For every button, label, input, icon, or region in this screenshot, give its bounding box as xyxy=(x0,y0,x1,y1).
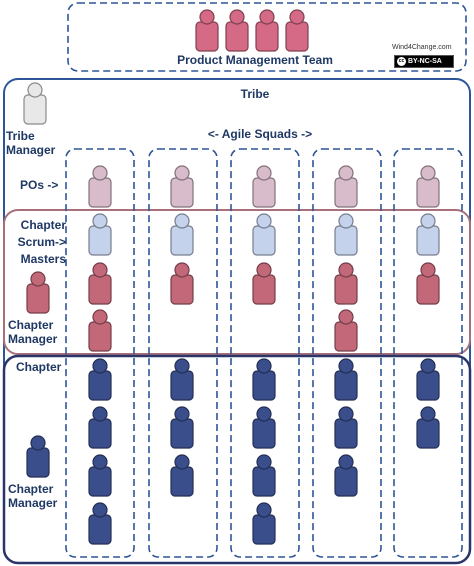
chapter-team-person xyxy=(88,406,112,449)
product-owner-person xyxy=(252,165,276,208)
chapter-member-person xyxy=(252,262,276,305)
scrum-master-person xyxy=(416,213,440,256)
chapter-team-person xyxy=(252,454,276,497)
squad-column xyxy=(65,148,135,558)
chapter-team-person xyxy=(334,454,358,497)
squad-column xyxy=(148,148,218,558)
product-team-box xyxy=(67,2,467,72)
product-owner-person xyxy=(416,165,440,208)
chapter-team-person xyxy=(88,454,112,497)
product-manager-person xyxy=(255,9,279,52)
product-owner-person xyxy=(170,165,194,208)
chapter-team-person xyxy=(88,502,112,545)
product-manager-person xyxy=(195,9,219,52)
chapter-member-person xyxy=(170,262,194,305)
scrum-master-person xyxy=(170,213,194,256)
chapter-team-person xyxy=(334,406,358,449)
chapter-label: Chapter xyxy=(16,360,62,374)
scrum-master-person xyxy=(252,213,276,256)
chapter-manager-label-2: Chapter Manager xyxy=(8,482,58,510)
chapter-member-person xyxy=(88,309,112,352)
squad-column xyxy=(230,148,300,558)
chapter-team-person xyxy=(334,358,358,401)
product-owner-person xyxy=(334,165,358,208)
chapter-manager-person xyxy=(26,435,50,478)
chapter-team-person xyxy=(416,406,440,449)
agile-squads-label: <- Agile Squads -> xyxy=(207,127,313,141)
chapter-box-1 xyxy=(3,209,471,355)
tribe-title: Tribe xyxy=(240,87,270,101)
scrum-master-person xyxy=(88,213,112,256)
tribe-manager-label: Tribe Manager xyxy=(6,129,56,157)
product-team-title: Product Management Team xyxy=(177,53,333,67)
license-site: Wind4Change.com xyxy=(392,44,452,51)
chapter-team-person xyxy=(252,406,276,449)
chapter-manager-label-1: Chapter Manager xyxy=(8,318,58,346)
chapter-member-person xyxy=(416,262,440,305)
chapter-team-person xyxy=(252,502,276,545)
chapter-team-person xyxy=(170,406,194,449)
license-badge-text: BY-NC-SA xyxy=(408,58,442,65)
tribe-manager-person xyxy=(23,82,47,125)
chapter-team-person xyxy=(170,358,194,401)
product-manager-person xyxy=(225,9,249,52)
tribe-box xyxy=(3,78,471,564)
squad-column xyxy=(393,148,463,558)
chapter-member-person xyxy=(88,262,112,305)
product-manager-person xyxy=(285,9,309,52)
chapter-member-person xyxy=(334,309,358,352)
chapter-scrum-masters-label: Chapter Scrum-> Masters xyxy=(17,218,66,266)
squad-column xyxy=(312,148,382,558)
product-owner-person xyxy=(88,165,112,208)
chapter-manager-person xyxy=(26,271,50,314)
chapter-team-person xyxy=(88,358,112,401)
pos-label: POs -> xyxy=(20,178,59,192)
cc-icon: cc xyxy=(397,57,406,66)
chapter-team-person xyxy=(416,358,440,401)
chapter-box-2 xyxy=(2,354,472,565)
chapter-member-person xyxy=(334,262,358,305)
chapter-team-person xyxy=(252,358,276,401)
chapter-team-person xyxy=(170,454,194,497)
scrum-master-person xyxy=(334,213,358,256)
